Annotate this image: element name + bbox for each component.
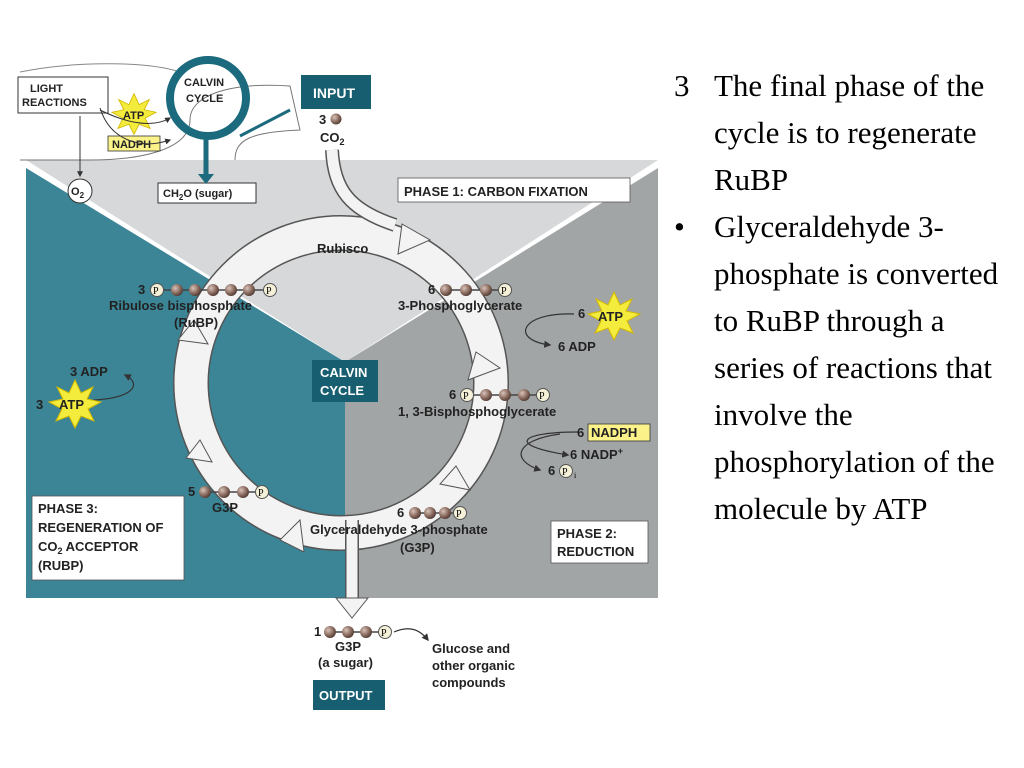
svg-text:P: P [381,628,387,639]
output-g3p: G3P [335,639,361,654]
pga-molecule: 6 P 3-Phosphoglycerate [398,282,522,313]
input-co2: CO2 [320,130,345,147]
phase3-label-3: CO2 ACCEPTOR [38,539,139,556]
phase2-label-1: PHASE 2: [557,526,617,541]
center-label-1: CALVIN [320,365,367,380]
pi-count: 6 [548,463,555,478]
inset-nadph-label: NADPH [112,139,151,151]
light-reactions-label-2: REACTIONS [22,97,87,109]
phase2-label-2: REDUCTION [557,544,634,559]
light-reactions-label: LIGHT [30,83,63,95]
atp-phase3-count: 3 [36,397,43,412]
adp-phase3-label: 3 ADP [70,364,108,379]
atp-phase2-count: 6 [578,306,585,321]
center-box [312,360,378,402]
phase3-box [31,495,185,581]
phase3-label-4: (RUBP) [38,558,84,573]
pi-sub: i [574,471,577,480]
rubp-molecule: 3 P P Ribulose bisphosphate (RuBP) [109,282,277,330]
svg-text:P: P [266,286,272,297]
bullet-marker: • [674,209,685,244]
rubp-abbr: (RuBP) [174,315,218,330]
svg-text:P: P [258,488,264,499]
center-label-2: CYCLE [320,383,364,398]
ring-arrow-upper-left [177,319,209,345]
phase1-box [397,177,631,203]
output-products-1: Glucose and [432,641,510,656]
ring-arrow-bottom [279,518,305,553]
bpg-name: 1, 3-Bisphosphoglycerate [398,404,556,419]
overview-inset: LIGHT REACTIONS CALVIN CYCLE ATP NADPH O… [17,56,320,204]
input-count: 3 [319,112,326,127]
nadph-label: NADPH [591,425,637,440]
o2-bubble [67,178,93,204]
o2-label: O2 [71,186,85,200]
pga-count: 6 [428,282,435,297]
g3p-abbr: (G3P) [400,540,435,555]
svg-text:P: P [463,391,469,402]
pga-name: 3-Phosphoglycerate [398,298,522,313]
output-count: 1 [314,624,321,639]
g3p-molecule: 6 P Glyceraldehyde 3-phosphate (G3P) [310,505,488,555]
g3p-count: 6 [397,505,404,520]
light-reactions-box [17,76,109,114]
atp-to-adp-arrow-phase2 [525,313,575,348]
calvin-cycle-diagram: LIGHT REACTIONS CALVIN CYCLE ATP NADPH O… [17,56,658,710]
bpg-count: 6 [449,387,456,402]
svg-text:P: P [153,286,159,297]
adp-phase2-label: 6 ADP [558,339,596,354]
g3p-5-name: G3P [212,500,238,515]
svg-text:P: P [501,286,507,297]
g3p-5-count: 5 [188,484,195,499]
output-products-2: other organic [432,658,515,673]
rubisco-label: Rubisco [317,241,368,256]
rubp-count: 3 [138,282,145,297]
atp-phase3-label: ATP [59,397,84,412]
ch2o-box [157,182,257,204]
output-products-3: compounds [432,675,506,690]
phase3-label-1: PHASE 3: [38,501,98,516]
inset-cycle-label: CYCLE [186,93,223,105]
slide-item-phase: 3 The final phase of the cycle is to reg… [674,62,1019,203]
output-box [313,680,385,710]
inset-calvin-label: CALVIN [184,77,224,89]
g3p-5-molecule: 5 P G3P [188,484,269,515]
nadph-arrow [526,431,579,458]
bpg-molecule: 6 P P 1, 3-Bisphosphoglycerate [398,387,556,419]
slide-text: 3 The final phase of the cycle is to reg… [674,62,1019,532]
g3p-name: Glyceraldehyde 3-phosphate [310,522,488,537]
item-text: The final phase of the cycle is to regen… [714,68,985,197]
svg-text:P: P [562,467,568,478]
input-group: INPUT 3 CO2 [301,75,371,147]
inset-atp-label: ATP [123,110,144,122]
input-title: INPUT [313,85,355,101]
ring-arrow-right [467,351,502,381]
nadph-count: 6 [577,425,584,440]
ch2o-label: CH2O (sugar) [163,188,233,202]
svg-text:P: P [456,509,462,520]
slide-item-bullet: • Glyceraldehyde 3-phosphate is converte… [674,203,1019,532]
output-sugar: (a sugar) [318,655,373,670]
item-text: Glyceraldehyde 3-phosphate is converted … [714,209,999,526]
phase2-box [550,520,649,564]
ring-arrow-left [185,439,213,463]
input-box [301,75,371,109]
atp-phase2-label: ATP [598,309,623,324]
rubp-name: Ribulose bisphosphate [109,298,252,313]
svg-text:P: P [539,391,545,402]
ring-arrow-lower-right [439,465,471,491]
phase3-label-2: REGENERATION OF [38,520,163,535]
nadp-label: 6 NADP+ [570,446,623,462]
item-number: 3 [674,68,690,103]
output-group: 1 P G3P (a sugar) Glucose and other orga… [313,624,515,710]
phase1-region [26,160,658,362]
ring-arrow-top [397,223,432,255]
output-title: OUTPUT [319,688,373,703]
phase1-label: PHASE 1: CARBON FIXATION [404,184,588,199]
